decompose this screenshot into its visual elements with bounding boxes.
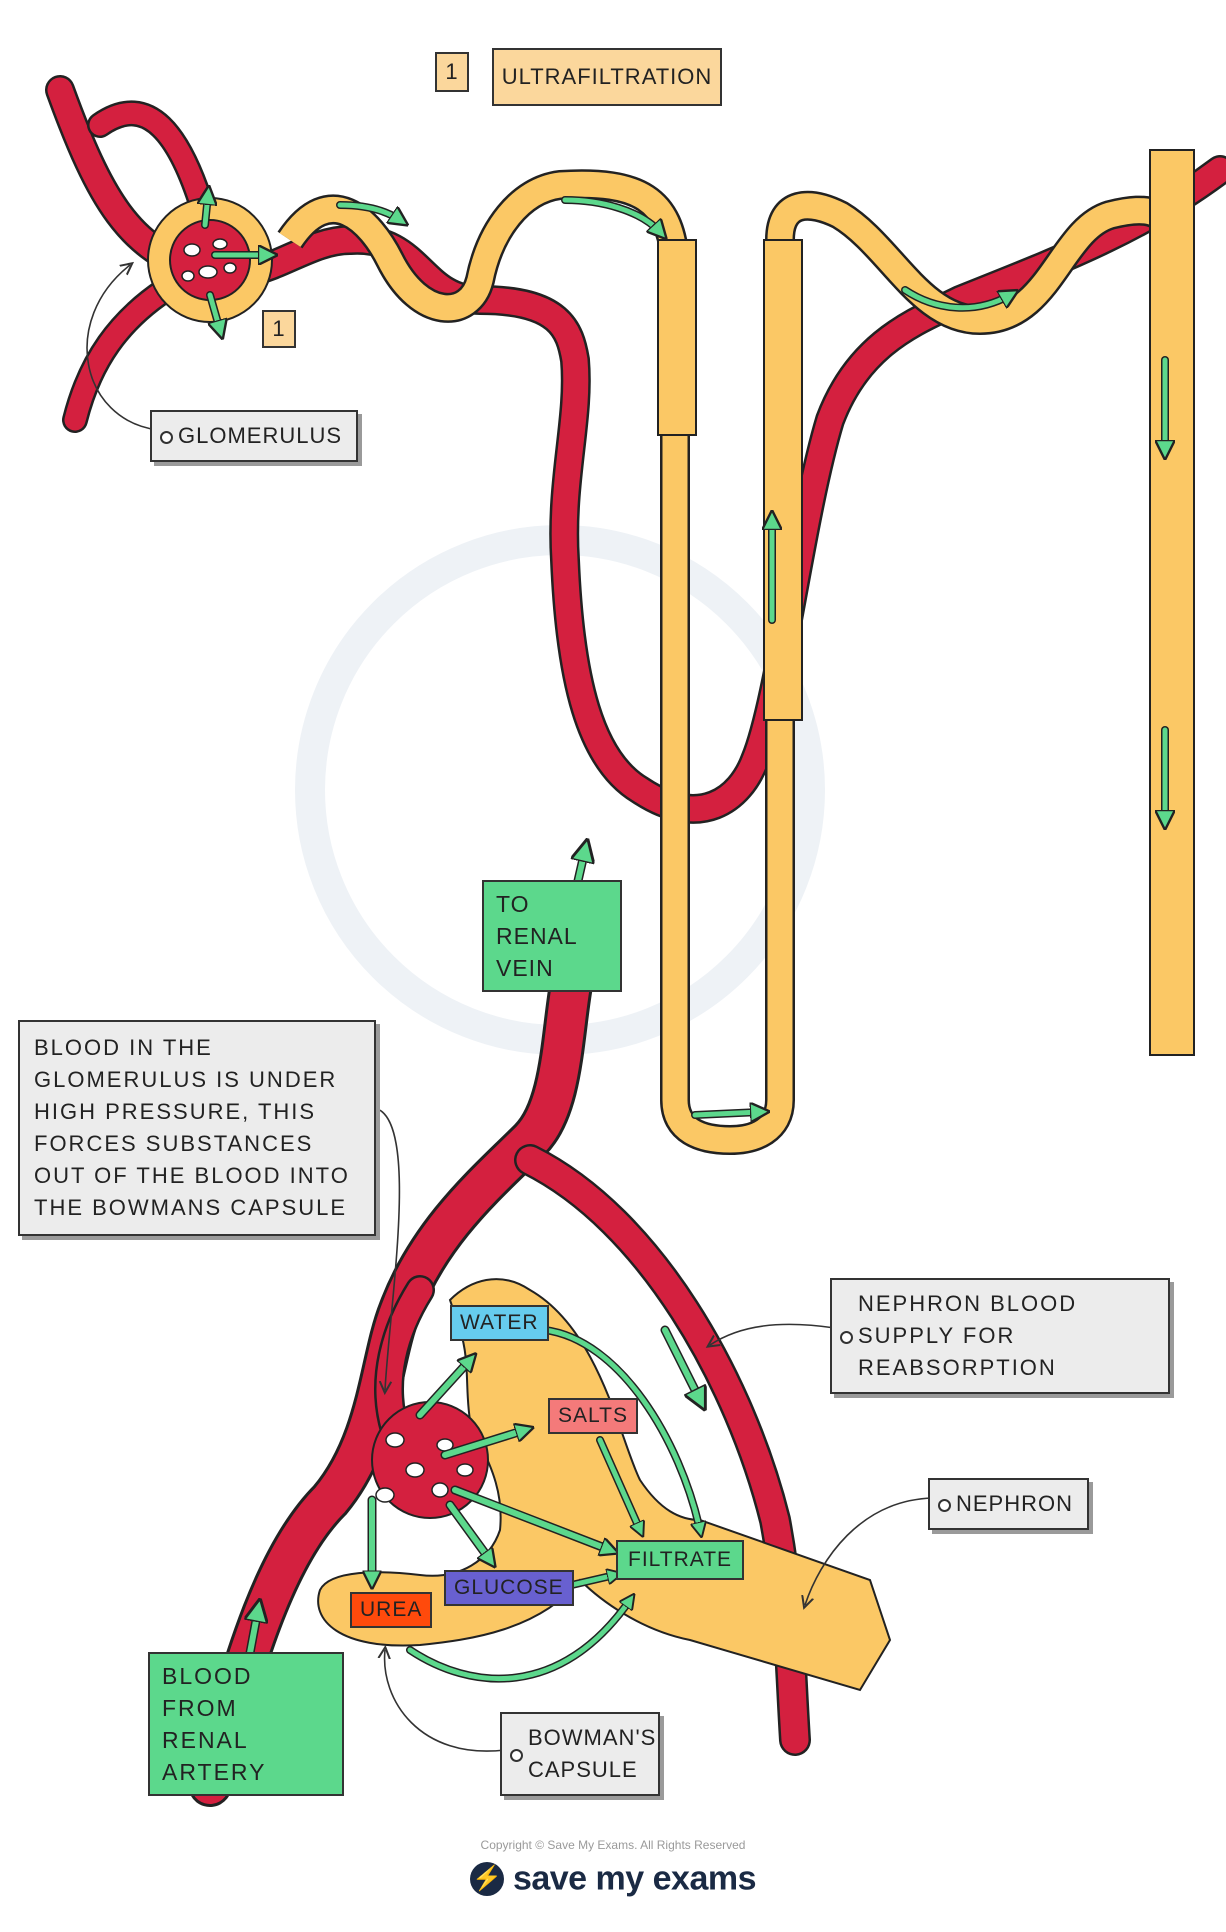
glomerulus-label: GLOMERULUS xyxy=(178,423,343,448)
tag-hole-icon xyxy=(938,1499,951,1512)
bowmans-capsule-label: BOWMAN'S CAPSULE xyxy=(528,1725,657,1782)
top-nephron-tubule xyxy=(277,149,1195,1155)
copyright-text: Copyright © Save My Exams. All Rights Re… xyxy=(480,1838,746,1852)
glucose-chip: GLUCOSE xyxy=(444,1570,574,1606)
glomerulus-tag: GLOMERULUS xyxy=(150,410,359,462)
blood-pressure-note-box: BLOOD IN THE GLOMERULUS IS UNDER HIGH PR… xyxy=(18,1020,376,1236)
nephron-blood-supply-tag: NEPHRON BLOOD SUPPLY FOR REABSORPTION xyxy=(830,1278,1170,1394)
brand-logo: ⚡ save my exams xyxy=(0,1858,1226,1899)
water-chip: WATER xyxy=(450,1305,549,1341)
filtrate-label: FILTRATE xyxy=(628,1548,733,1571)
bowmans-capsule-tag: BOWMAN'S CAPSULE xyxy=(500,1712,660,1796)
step-marker: 1 xyxy=(272,316,286,341)
title-number-box: 1 xyxy=(435,52,469,92)
tag-hole-icon xyxy=(840,1331,853,1344)
blood-from-renal-artery-label: BLOOD FROM RENAL ARTERY xyxy=(162,1663,267,1785)
urea-label: UREA xyxy=(360,1598,423,1621)
glucose-label: GLUCOSE xyxy=(454,1576,564,1599)
urea-chip: UREA xyxy=(350,1592,433,1628)
top-flow-arrow-fills xyxy=(205,195,1165,1115)
leader-lines xyxy=(86,265,934,1752)
to-renal-vein-label: TO RENAL VEIN xyxy=(496,891,577,981)
nephron-tag: NEPHRON xyxy=(928,1478,1090,1530)
step-marker-box: 1 xyxy=(262,310,296,348)
brand-name: save my exams xyxy=(512,1859,757,1898)
title-number: 1 xyxy=(445,59,459,84)
water-label: WATER xyxy=(460,1311,539,1334)
nephron-blood-supply-label: NEPHRON BLOOD SUPPLY FOR REABSORPTION xyxy=(858,1291,1078,1380)
blood-from-renal-artery-box: BLOOD FROM RENAL ARTERY xyxy=(148,1652,344,1796)
title-box: ULTRAFILTRATION xyxy=(492,48,722,106)
nephron-label: NEPHRON xyxy=(956,1491,1074,1516)
title-text: ULTRAFILTRATION xyxy=(501,64,713,89)
brand-bolt-icon: ⚡ xyxy=(470,1862,504,1897)
blood-pressure-note: BLOOD IN THE GLOMERULUS IS UNDER HIGH PR… xyxy=(34,1035,350,1220)
tag-hole-icon xyxy=(510,1749,523,1762)
tag-hole-icon xyxy=(160,431,173,444)
filtrate-chip: FILTRATE xyxy=(616,1540,745,1580)
to-renal-vein-box: TO RENAL VEIN xyxy=(482,880,622,992)
salts-chip: SALTS xyxy=(548,1398,638,1434)
salts-label: SALTS xyxy=(558,1404,628,1427)
top-blood-vessel xyxy=(45,75,1226,824)
